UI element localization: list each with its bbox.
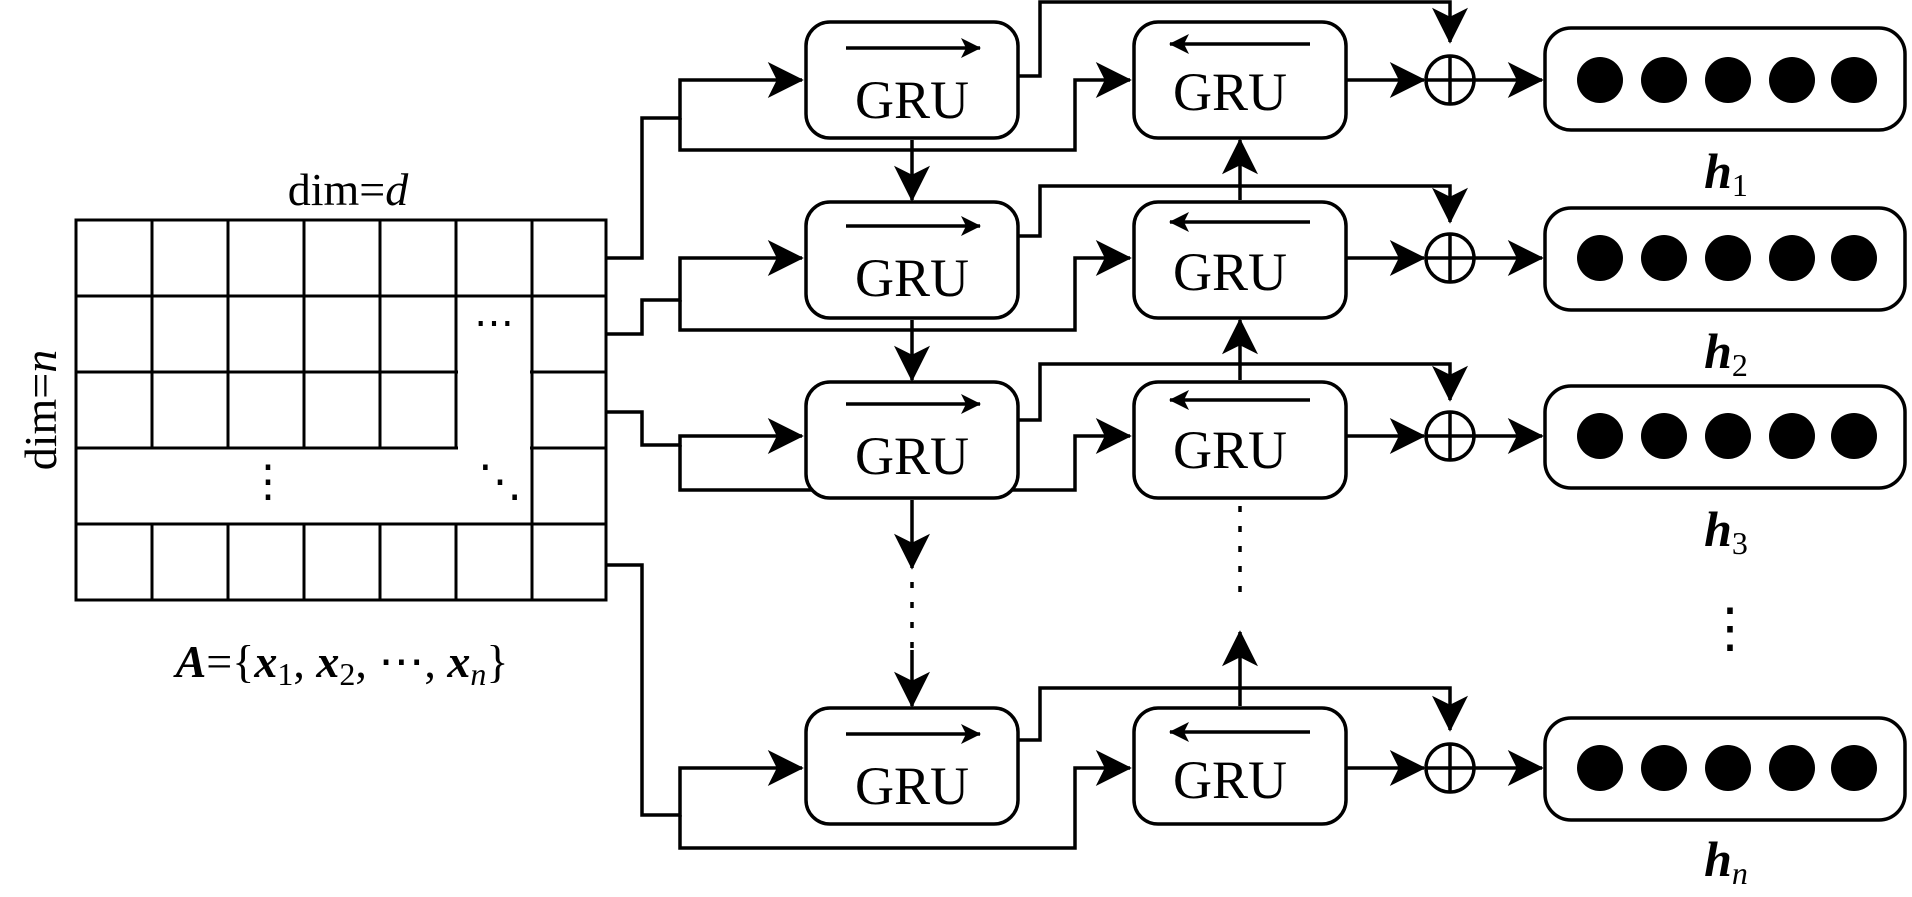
matrix-diag-ellipsis: ⋱ [478, 457, 522, 506]
backward-gru-1: GRU [1132, 20, 1348, 140]
backward-gru-column: GRU GRU GRU GRU [1132, 20, 1348, 826]
backward-output-wires [1346, 62, 1426, 786]
output-ellipsis: ⋮ [1703, 598, 1757, 658]
matrix-gap-col [458, 298, 530, 522]
output-vector-hn [1543, 716, 1907, 822]
concat-icon [1424, 742, 1476, 794]
concat-nodes [1424, 54, 1476, 794]
output-vectors [1543, 26, 1907, 822]
forward-gru-n: GRU [804, 706, 1020, 826]
concat-icon [1424, 54, 1476, 106]
matrix-gap-row [78, 450, 530, 522]
forward-gru-3: GRU [804, 380, 1020, 500]
svg-text:GRU: GRU [855, 756, 969, 816]
concat-icon [1424, 410, 1476, 462]
input-matrix [74, 218, 608, 602]
svg-text:GRU: GRU [1173, 242, 1287, 302]
output-label-hn: hn [1704, 831, 1748, 891]
output-vector-h3 [1543, 384, 1907, 490]
concat-icon [1424, 232, 1476, 284]
set-label: A={x1, x2, ⋯, xn} [173, 636, 509, 692]
svg-text:GRU: GRU [1173, 420, 1287, 480]
dim-d-label: dim=d [288, 164, 410, 215]
forward-gru-column: GRU GRU GRU GRU [804, 20, 1020, 826]
svg-text:GRU: GRU [855, 248, 969, 308]
output-label-h2: h2 [1704, 323, 1748, 383]
backward-gru-2: GRU [1132, 200, 1348, 320]
svg-text:GRU: GRU [1173, 62, 1287, 122]
dim-n-label: dim=n [15, 350, 66, 471]
output-label-h1: h1 [1704, 143, 1748, 203]
forward-gru-2: GRU [804, 200, 1020, 320]
forward-output-wires [1018, 0, 1468, 742]
matrix-col-ellipsis: ⋮ [246, 457, 290, 506]
input-wires [606, 62, 1132, 850]
output-label-h3: h3 [1704, 501, 1748, 561]
matrix-outline [74, 218, 608, 602]
output-vector-h1 [1543, 26, 1907, 132]
concat-output-wires [1474, 62, 1544, 786]
backward-gru-3: GRU [1132, 380, 1348, 500]
output-vector-h2 [1543, 206, 1907, 312]
svg-text:GRU: GRU [855, 70, 969, 130]
backward-gru-n: GRU [1132, 706, 1348, 826]
svg-text:GRU: GRU [855, 426, 969, 486]
forward-gru-1: GRU [804, 20, 1020, 140]
matrix-row-ellipsis: ⋯ [474, 300, 514, 345]
svg-text:GRU: GRU [1173, 750, 1287, 810]
